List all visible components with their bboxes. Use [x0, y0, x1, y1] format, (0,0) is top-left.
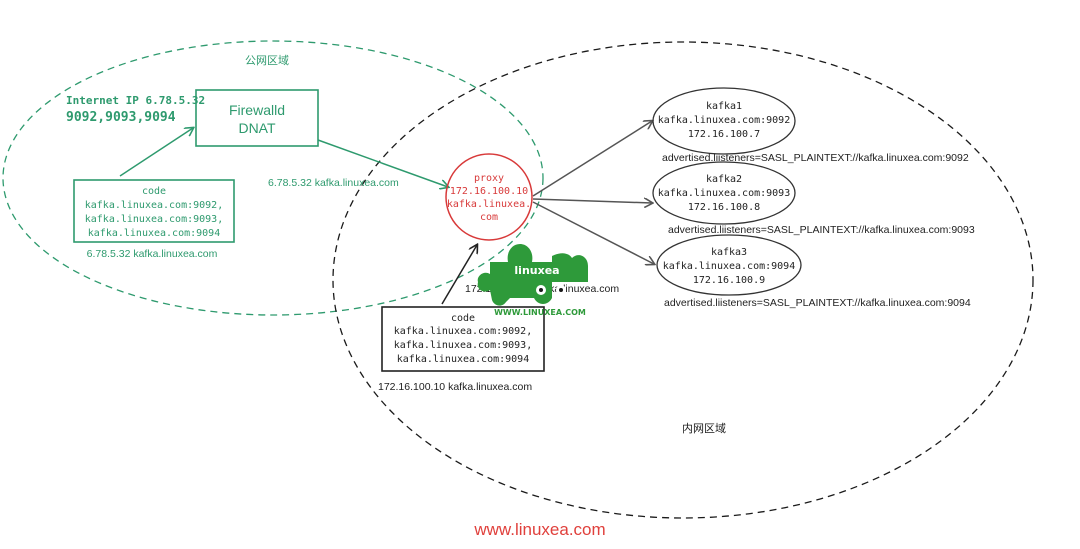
- internal-code-line-2: kafka.linuxea.com:9093,: [394, 340, 532, 351]
- kafka3-host: kafka.linuxea.com:9094: [663, 261, 795, 272]
- arrow-proxy-to-kafka2: [532, 199, 652, 203]
- public-code-line-3: kafka.linuxea.com:9094: [88, 228, 220, 239]
- public-code-line-1: kafka.linuxea.com:9092,: [85, 200, 223, 211]
- kafka1-host: kafka.linuxea.com:9092: [658, 115, 790, 126]
- kafka2-advertised: advertised.liisteners=SASL_PLAINTEXT://k…: [668, 224, 975, 236]
- internal-code-title: code: [451, 313, 475, 324]
- kafka2-ip: 172.16.100.8: [688, 202, 760, 213]
- kafka3-ip: 172.16.100.9: [693, 275, 765, 286]
- kafka3-advertised: advertised.liisteners=SASL_PLAINTEXT://k…: [664, 297, 971, 309]
- kafka2-host: kafka.linuxea.com:9093: [658, 188, 790, 199]
- internal-code-host: 172.16.100.10 kafka.linuxea.com: [378, 381, 532, 393]
- logo-name: linuxea: [514, 264, 559, 277]
- proxy-ip: 172.16.100.10: [450, 186, 528, 197]
- kafka2-name: kafka2: [706, 174, 742, 185]
- public-code-line-2: kafka.linuxea.com:9093,: [85, 214, 223, 225]
- logo-url: WWW.LINUXEA.COM: [494, 308, 586, 317]
- kafka2-node: [652, 161, 796, 225]
- internal-code-line-1: kafka.linuxea.com:9092,: [394, 326, 532, 337]
- proxy-label: proxy: [474, 173, 504, 184]
- kafka3-node: [656, 234, 802, 296]
- public-code-title: code: [142, 186, 166, 197]
- watermark-text: www.linuxea.com: [473, 520, 605, 539]
- arrow-proxy-to-kafka3: [532, 201, 654, 264]
- kafka1-advertised: advertised.liisteners=SASL_PLAINTEXT://k…: [662, 152, 969, 164]
- internal-code-box: [381, 306, 545, 372]
- kafka1-ip: 172.16.100.7: [688, 129, 760, 140]
- proxy-node: [445, 153, 533, 241]
- public-host-label: 6.78.5.32 kafka.linuxea.com: [268, 177, 399, 189]
- internet-ip-label: Internet IP 6.78.5.32: [66, 94, 205, 107]
- public-code-host: 6.78.5.32 kafka.linuxea.com: [87, 248, 218, 260]
- public-code-box: [73, 179, 235, 243]
- firewall-mode: DNAT: [238, 120, 276, 136]
- arrow-code-to-firewall: [119, 128, 193, 177]
- proxy-host-line-1: kafka.linuxea.: [447, 199, 531, 210]
- internal-code-line-3: kafka.linuxea.com:9094: [397, 354, 529, 365]
- arrow-internal-code-to-proxy: [441, 245, 477, 305]
- linuxea-logo: linuxea WWW.LINUXEA.COM: [477, 244, 588, 317]
- internal-zone-boundary: [332, 41, 1034, 519]
- proxy-host-line-2: com: [480, 212, 498, 223]
- kafka3-name: kafka3: [711, 247, 747, 258]
- internet-ports-label: 9092,9093,9094: [66, 110, 176, 125]
- firewall-box: [195, 89, 319, 147]
- arrow-proxy-to-kafka1: [532, 121, 652, 197]
- kafka1-node: [652, 87, 796, 155]
- internal-zone-label: 内网区域: [682, 421, 726, 435]
- public-zone-boundary: [2, 40, 544, 316]
- public-zone-label: 公网区域: [245, 54, 289, 67]
- firewall-name: Firewalld: [229, 102, 285, 118]
- kafka1-name: kafka1: [706, 101, 742, 112]
- arrow-firewall-to-proxy: [317, 139, 448, 187]
